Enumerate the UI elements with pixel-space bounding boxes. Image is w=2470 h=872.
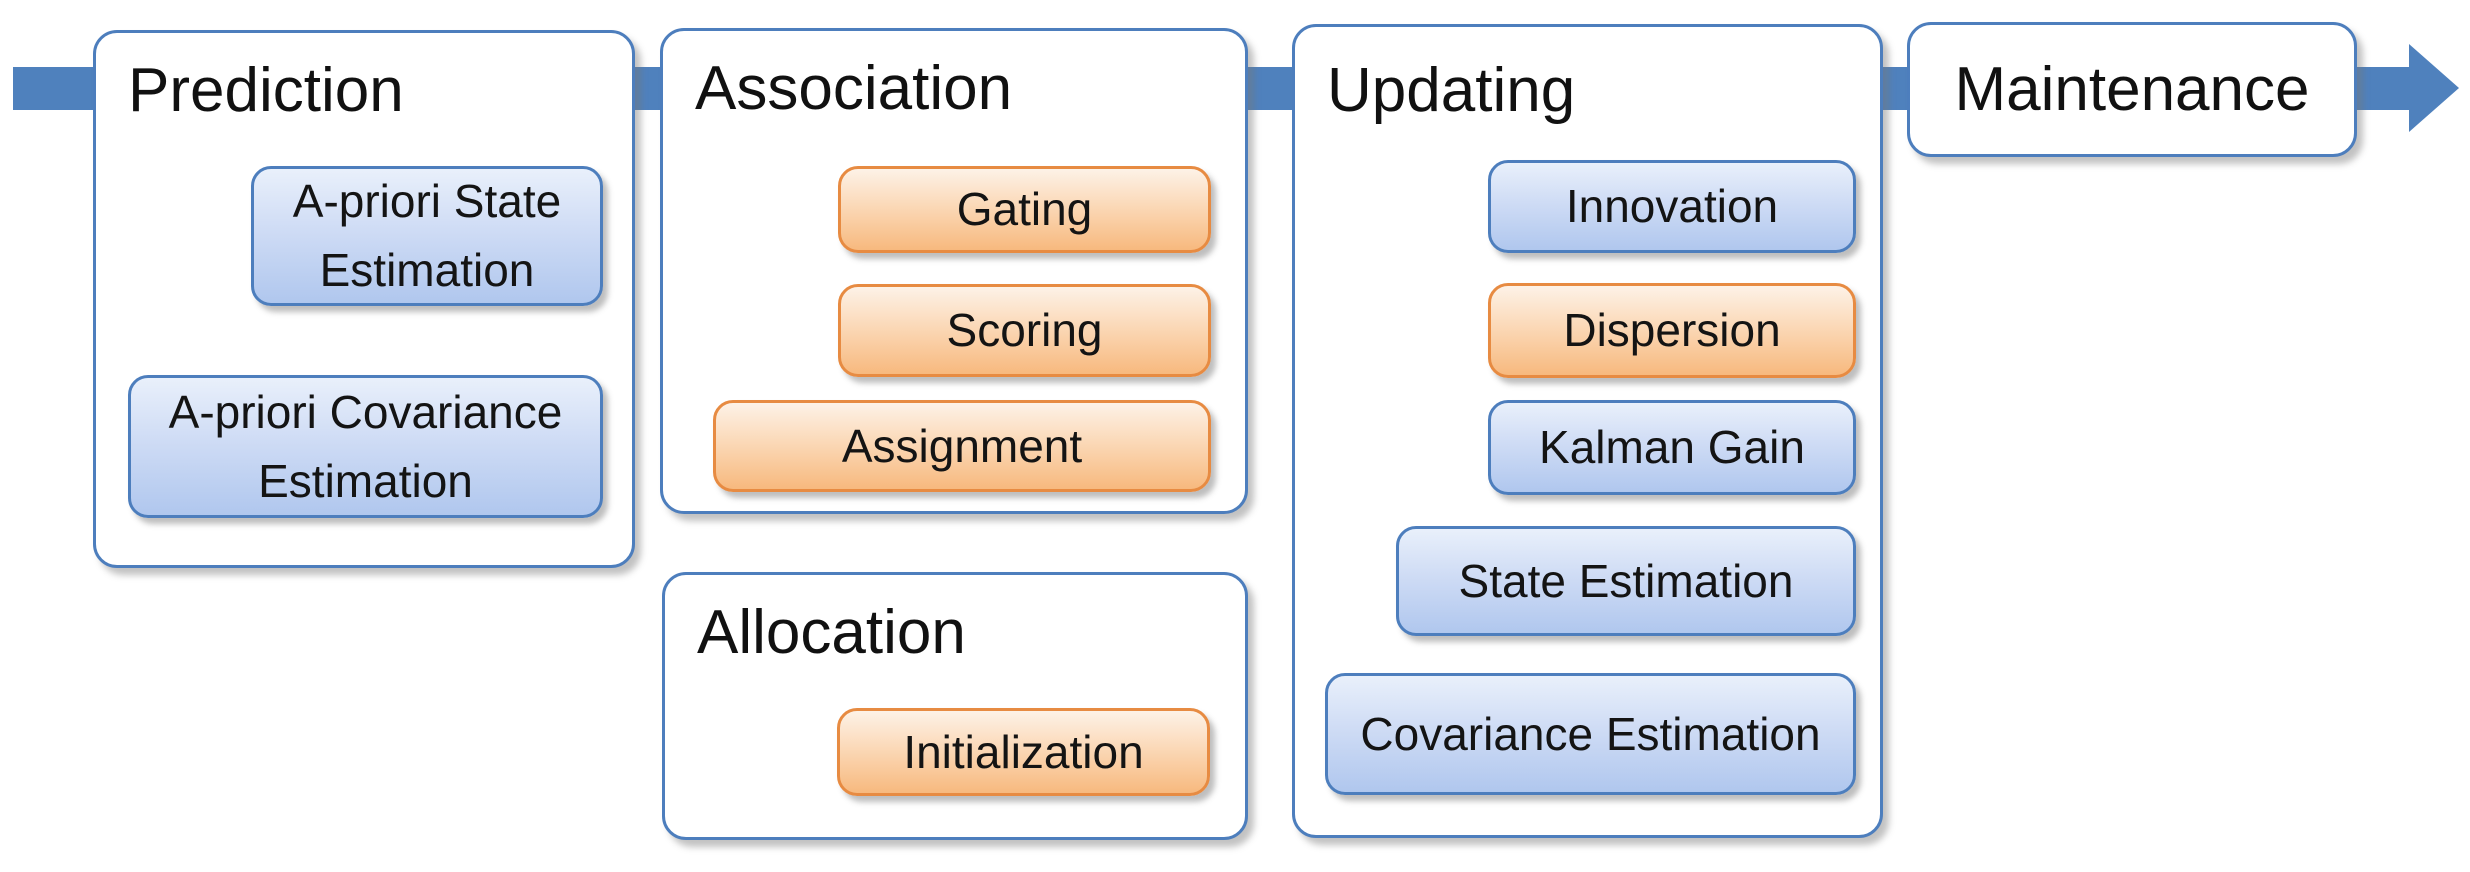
stage-title-allocation: Allocation <box>697 598 966 667</box>
stage-title-updating: Updating <box>1327 56 1576 125</box>
stage-prediction: Prediction A-priori State Estimation A-p… <box>93 30 635 568</box>
task-initialization: Initialization <box>837 708 1210 796</box>
task-kalman-gain: Kalman Gain <box>1488 400 1856 495</box>
task-gating: Gating <box>838 166 1211 253</box>
stage-title-prediction: Prediction <box>128 56 404 125</box>
flow-arrow-shaft-end <box>2353 67 2413 110</box>
task-dispersion: Dispersion <box>1488 283 1856 378</box>
task-assignment: Assignment <box>713 400 1211 492</box>
stage-association: Association Gating Scoring Assignment <box>660 28 1248 514</box>
stage-title-maintenance: Maintenance <box>1954 54 2310 124</box>
stage-maintenance: Maintenance <box>1907 22 2357 157</box>
flow-connector-prediction-association <box>633 67 664 110</box>
flow-arrow-tail <box>13 67 97 110</box>
stage-updating: Updating Innovation Dispersion Kalman Ga… <box>1292 24 1883 838</box>
stage-title-association: Association <box>695 54 1013 123</box>
flow-connector-updating-maintenance <box>1879 67 1911 110</box>
task-a-priori-covariance-estimation: A-priori Covariance Estimation <box>128 375 603 518</box>
arrow-right-icon <box>2409 44 2459 132</box>
task-scoring: Scoring <box>838 284 1211 377</box>
task-covariance-estimation: Covariance Estimation <box>1325 673 1856 795</box>
task-state-estimation: State Estimation <box>1396 526 1856 636</box>
flow-connector-association-updating <box>1246 67 1296 110</box>
task-innovation: Innovation <box>1488 160 1856 253</box>
task-a-priori-state-estimation: A-priori State Estimation <box>251 166 603 306</box>
stage-allocation: Allocation Initialization <box>662 572 1248 840</box>
